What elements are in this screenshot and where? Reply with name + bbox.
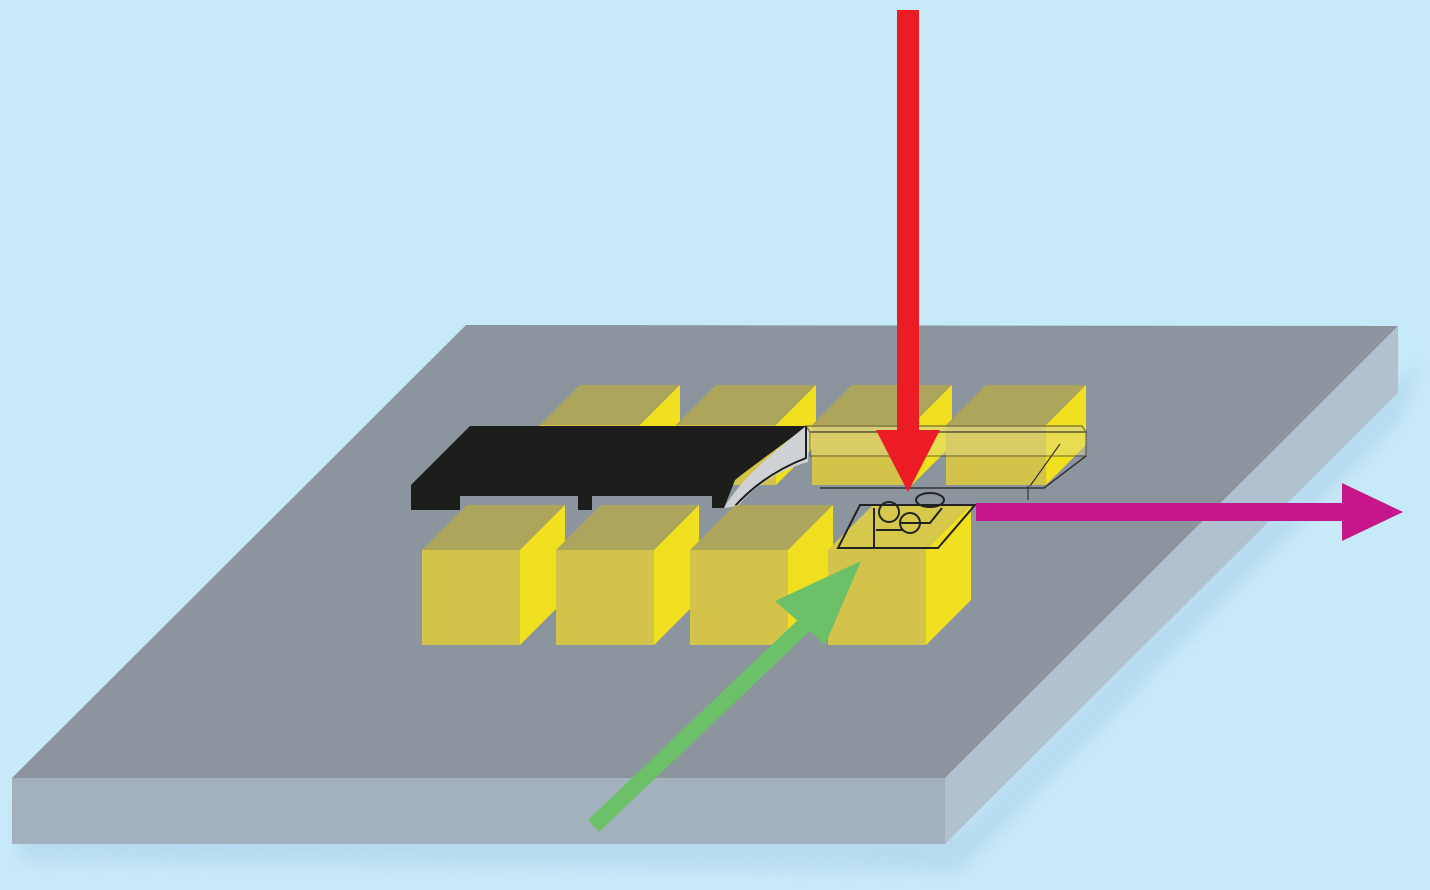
red-arrow-head	[876, 430, 940, 492]
transparent-cantilever-outline	[1029, 443, 1061, 487]
green-arrow-shaft	[588, 616, 813, 832]
substrate-side-face	[945, 326, 1398, 844]
pad-side-face	[1046, 385, 1086, 485]
circuit-sketch	[836, 492, 978, 549]
circuit-node-circle	[878, 501, 900, 523]
substrate-front-face	[12, 778, 945, 844]
circuit-node-circle	[915, 492, 945, 508]
pad-side-face	[926, 505, 971, 645]
pad-front-face	[946, 425, 1046, 485]
pad-top-face	[676, 385, 816, 425]
cantilever-probe	[411, 426, 810, 510]
circuit-outline	[836, 504, 978, 549]
transparent-cantilever-front	[809, 431, 1087, 457]
arrow-down-icon	[876, 10, 940, 492]
transparent-cantilever-outline	[820, 455, 1087, 489]
front-contact-pads	[422, 505, 971, 645]
pad-front-face	[556, 550, 654, 645]
arrow-up-right-icon	[588, 561, 861, 832]
pad-top-face	[690, 505, 833, 550]
magenta-arrow-shaft	[976, 503, 1348, 521]
pad-side-face	[654, 505, 699, 645]
pad-top-face	[540, 385, 680, 425]
cantilever-body	[411, 426, 806, 510]
transparent-cantilever-top	[804, 425, 1088, 433]
pad-front-face	[422, 550, 520, 645]
cantilever-bend-edge	[734, 426, 807, 507]
pad-top-face	[946, 385, 1086, 425]
green-arrow-head	[775, 561, 861, 645]
contact-pad	[946, 385, 1086, 485]
arrow-right-icon	[976, 483, 1403, 541]
substrate-shadow	[20, 360, 1420, 870]
contact-pad	[556, 505, 699, 645]
transparent-cantilever	[804, 425, 1088, 500]
pad-side-face	[520, 505, 565, 645]
pad-front-face	[690, 550, 788, 645]
pad-top-face	[556, 505, 699, 550]
circuit-line	[900, 507, 943, 524]
contact-pad	[422, 505, 565, 645]
magenta-arrow-head	[1342, 483, 1403, 541]
cantilever-bend	[724, 426, 810, 508]
pad-top-face	[422, 505, 565, 550]
red-arrow-shaft	[897, 10, 919, 440]
